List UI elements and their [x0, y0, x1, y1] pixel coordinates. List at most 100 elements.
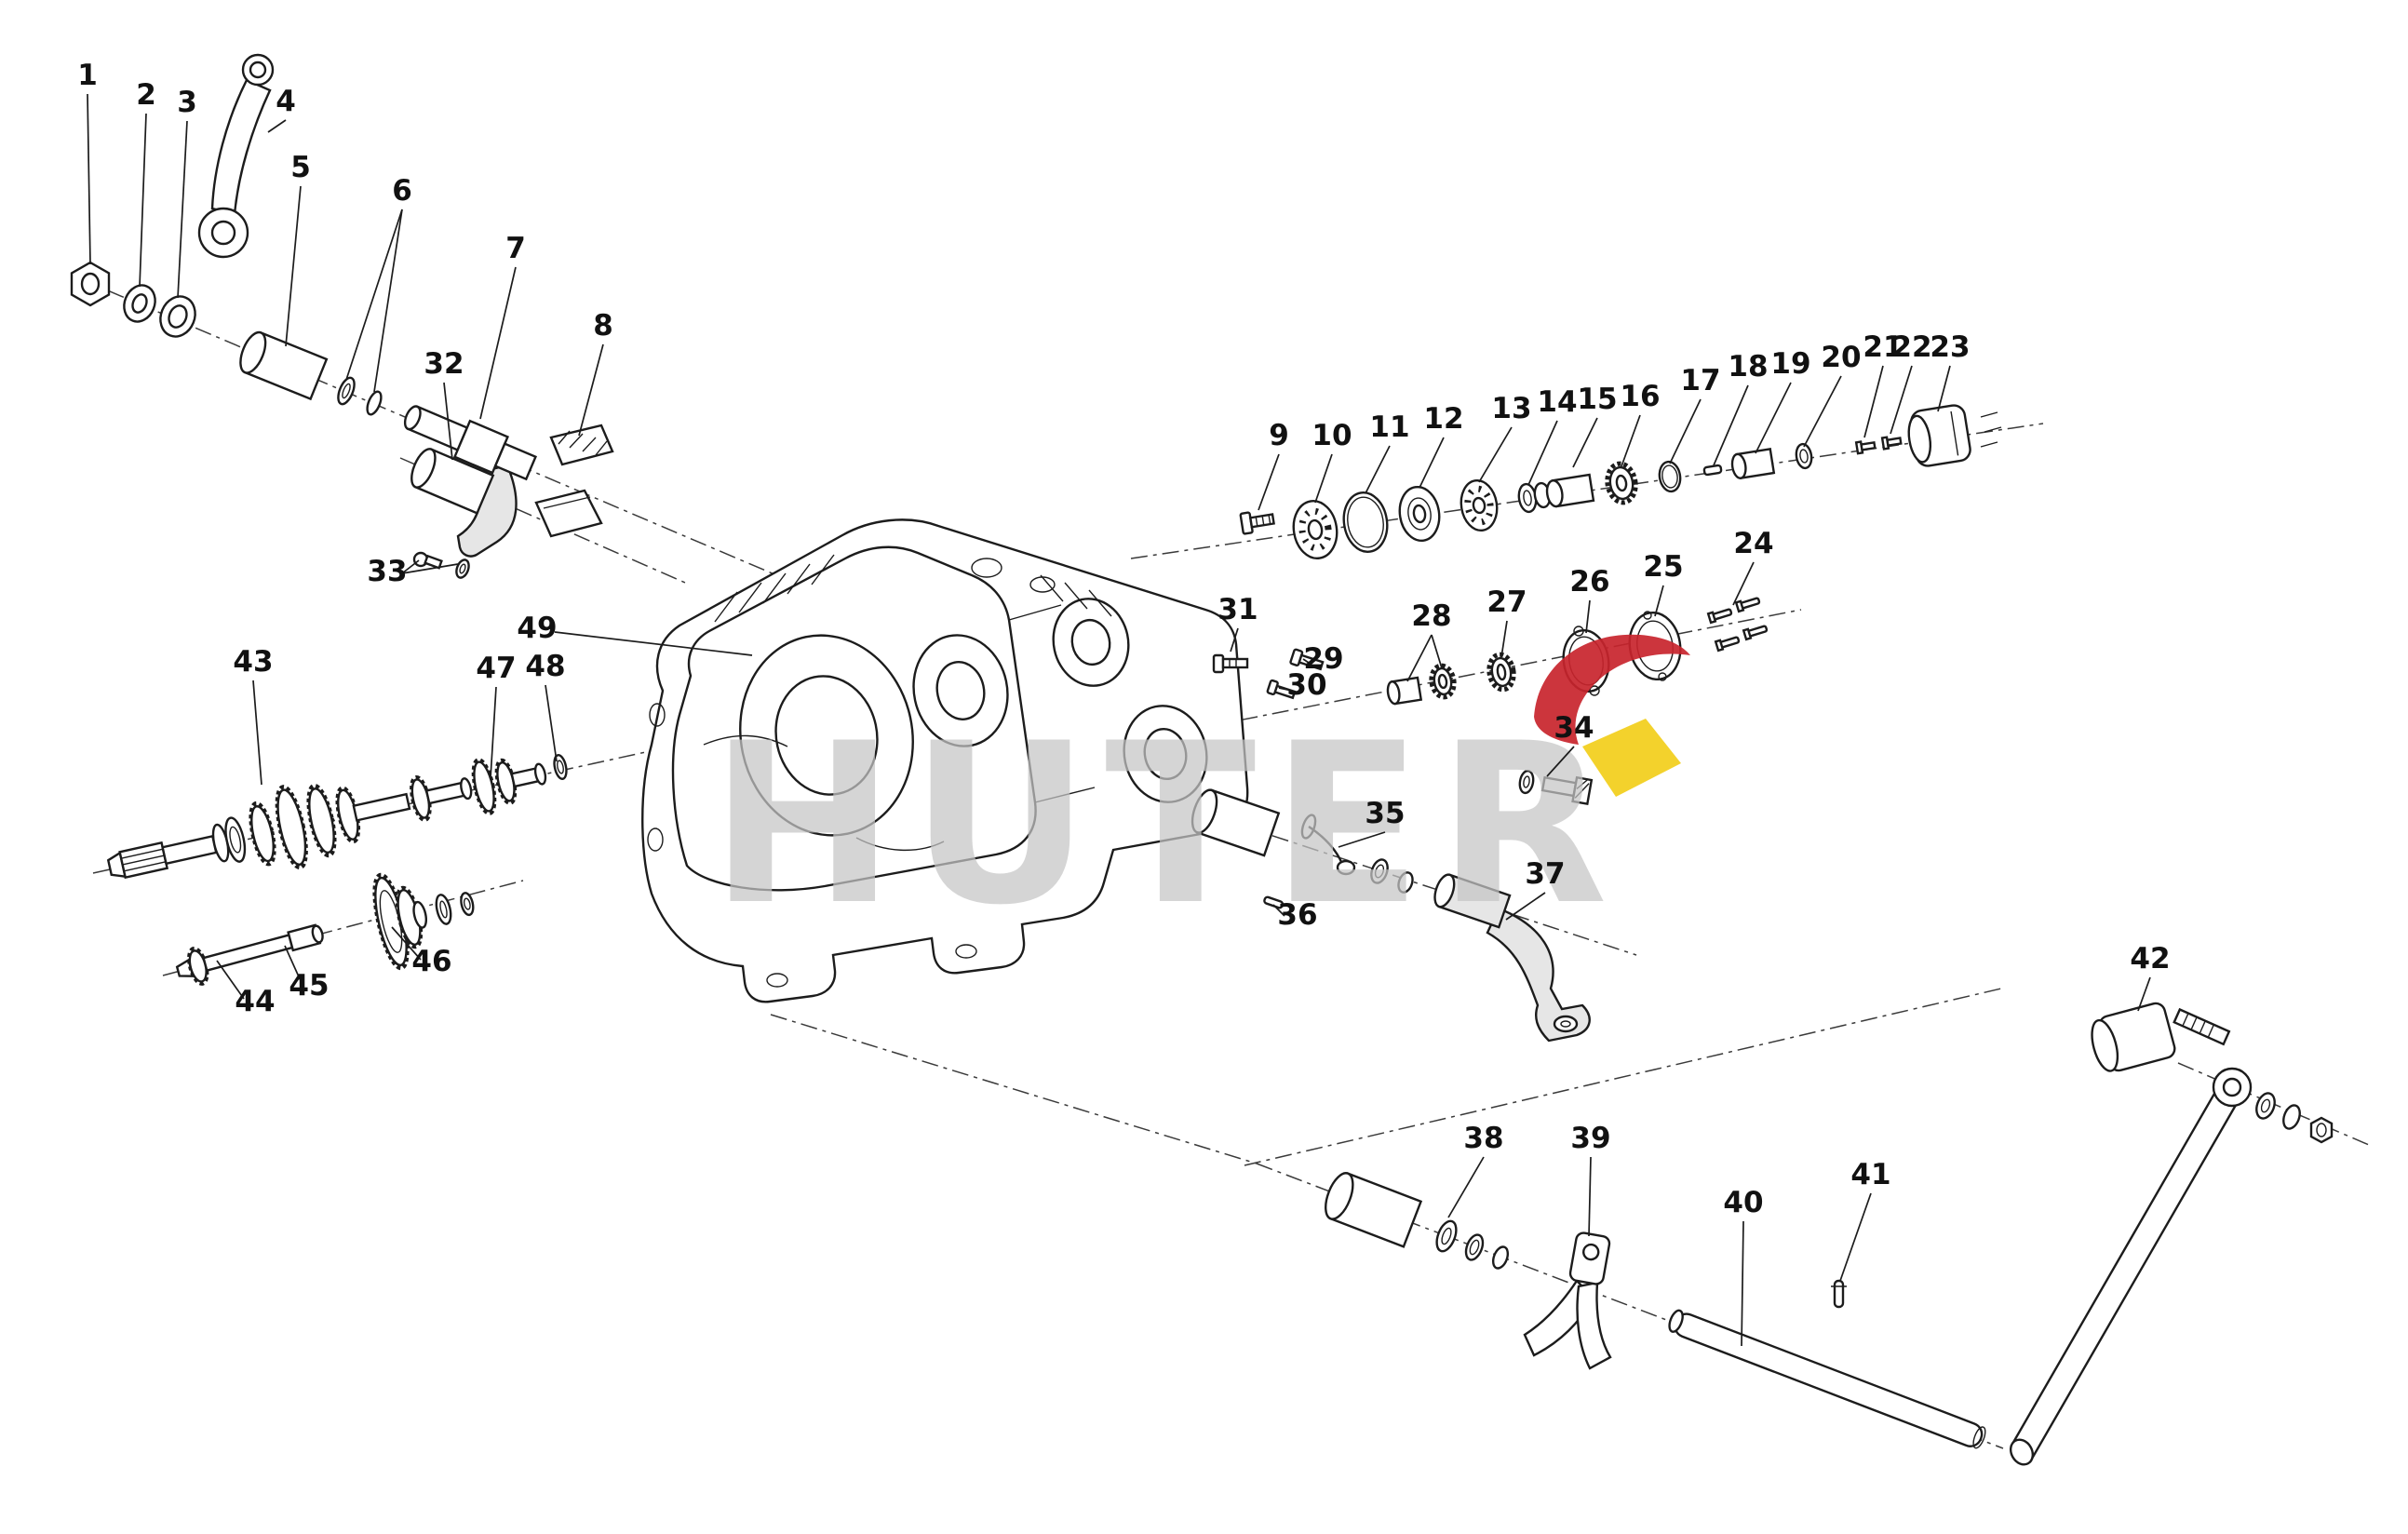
- leader-line-37: [1505, 892, 1546, 921]
- part-37-shift-lever: [1433, 873, 1591, 1043]
- leader-line-46: [391, 926, 422, 961]
- part-number-12: 12: [1423, 402, 1463, 436]
- part-39-shift-fork: [1523, 1231, 1612, 1370]
- leader-line-34: [1546, 746, 1575, 777]
- leader-line-26: [1585, 599, 1591, 634]
- leader-line-28: [1431, 634, 1443, 669]
- leader-line-42: [2137, 976, 2151, 1012]
- leader-line-41: [1839, 1192, 1872, 1282]
- part-number-18: 18: [1728, 350, 1768, 384]
- part-number-16: 16: [1620, 380, 1660, 413]
- leader-line-32: [443, 382, 453, 461]
- part-number-33: 33: [367, 555, 407, 588]
- part-number-5: 5: [290, 151, 311, 184]
- part-number-44: 44: [235, 985, 275, 1018]
- leader-line-24: [1732, 561, 1755, 606]
- leader-line-40: [1741, 1220, 1744, 1347]
- part-7-shaft-with-lever: [403, 405, 538, 558]
- leader-line-3: [177, 120, 188, 299]
- part-number-40: 40: [1723, 1186, 1763, 1219]
- part-number-42: 42: [2130, 942, 2170, 976]
- part-number-20: 20: [1821, 341, 1861, 374]
- part-22-screw: [1880, 436, 1903, 451]
- logo-red-swoosh-icon: [1534, 634, 1690, 745]
- part-20-washer: [1795, 442, 1813, 470]
- part-35-shift-shaft-and-crank: [1191, 788, 1414, 894]
- leader-line-16: [1621, 414, 1641, 467]
- leader-line-19: [1755, 382, 1792, 454]
- part-number-14: 14: [1537, 385, 1577, 419]
- part-31-screw: [1212, 653, 1249, 674]
- gearbox-housing: [641, 518, 1249, 1003]
- part-number-39: 39: [1570, 1122, 1610, 1155]
- leader-line-38: [1447, 1156, 1485, 1218]
- part-5-bushing: [239, 330, 329, 401]
- part-number-38: 38: [1463, 1122, 1503, 1155]
- leader-line-6: [345, 209, 403, 381]
- part-1-hex-nut: [70, 261, 111, 307]
- part-17-ring: [1658, 460, 1682, 493]
- leader-line-23: [1937, 365, 1951, 412]
- part-36-spring-pin: [1263, 895, 1285, 909]
- part-number-21: 21: [1863, 330, 1903, 364]
- part-42-kick-lever-assembly: [2009, 1002, 2334, 1466]
- part-number-41: 41: [1850, 1158, 1890, 1191]
- leader-lines-layer: [87, 93, 2151, 1347]
- part-number-22: 22: [1891, 330, 1931, 364]
- leader-line-36: [1272, 904, 1285, 917]
- leader-line-8: [578, 343, 604, 437]
- part-29-screw: [1289, 648, 1325, 671]
- part-number-27: 27: [1487, 585, 1527, 619]
- leader-line-45: [284, 945, 303, 984]
- part-number-48: 48: [525, 650, 565, 683]
- part-11-ring: [1342, 491, 1389, 554]
- part-28-bushing-and-gear-washer: [1386, 663, 1457, 706]
- part-24-screws: [1706, 597, 1769, 653]
- part-10-ball-bearing: [1292, 499, 1339, 560]
- part-number-26: 26: [1569, 565, 1609, 599]
- part-13-bearing: [1460, 478, 1499, 532]
- part-33-pin-and-ring: [412, 551, 470, 579]
- part-2-washer: [123, 284, 156, 323]
- part-16-lock-washer: [1605, 461, 1638, 505]
- part-number-3: 3: [177, 86, 197, 119]
- part-15-bushing: [1545, 473, 1595, 508]
- leader-line-7: [479, 266, 517, 420]
- part-number-37: 37: [1525, 857, 1565, 891]
- leader-line-43: [252, 680, 262, 786]
- part-9-screw: [1239, 511, 1275, 535]
- part-47-gear-pair: [471, 758, 547, 815]
- part-number-8: 8: [593, 309, 613, 343]
- leader-line-44: [216, 960, 245, 1000]
- leader-line-31: [1230, 627, 1239, 653]
- leader-line-33: [401, 563, 459, 574]
- leader-line-13: [1478, 426, 1513, 483]
- leader-line-12: [1419, 437, 1445, 489]
- part-number-19: 19: [1770, 347, 1810, 381]
- part-number-11: 11: [1369, 410, 1409, 444]
- leader-line-49: [554, 631, 753, 656]
- part-number-36: 36: [1277, 898, 1317, 932]
- leader-line-1: [87, 93, 91, 265]
- part-12-bearing: [1398, 485, 1441, 543]
- leader-line-35: [1338, 831, 1386, 848]
- part-number-43: 43: [233, 645, 273, 679]
- part-44-45-pinion-shaft: [175, 923, 324, 986]
- part-8-pressure-pads: [534, 424, 614, 538]
- leader-line-21: [1863, 365, 1884, 438]
- part-40-shaft-rod: [1668, 1309, 1986, 1449]
- leader-line-11: [1365, 445, 1391, 494]
- watermark-text: HUTER: [710, 696, 1623, 954]
- part-number-9: 9: [1269, 419, 1289, 452]
- leader-line-27: [1500, 620, 1508, 658]
- logo-yellow-ribbon-icon: [1582, 719, 1681, 797]
- leader-line-33: [401, 559, 420, 574]
- part-41-pin: [1831, 1279, 1847, 1309]
- part-number-31: 31: [1217, 593, 1258, 626]
- part-number-30: 30: [1286, 668, 1326, 702]
- part-23-end-cap: [1907, 404, 2002, 467]
- part-27-lock-washer: [1487, 652, 1516, 693]
